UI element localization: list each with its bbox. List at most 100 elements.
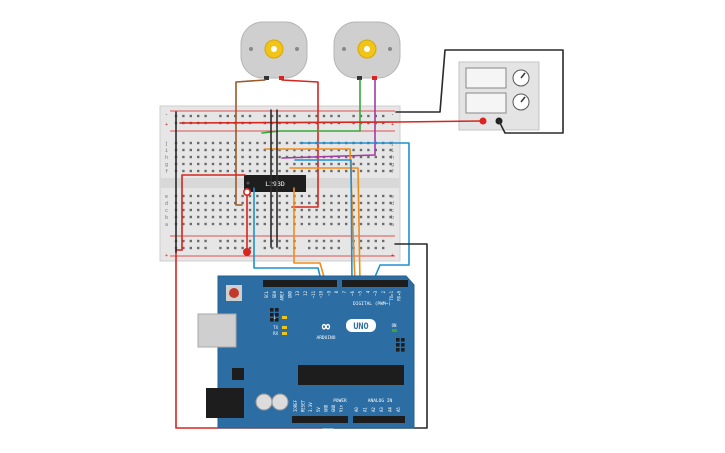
- breadboard-hole[interactable]: [182, 141, 185, 145]
- rail-hole[interactable]: [382, 114, 385, 118]
- breadboard-hole[interactable]: [389, 208, 392, 212]
- breadboard-hole[interactable]: [330, 208, 333, 212]
- breadboard-hole[interactable]: [367, 162, 370, 166]
- breadboard-hole[interactable]: [189, 201, 192, 205]
- breadboard-hole[interactable]: [300, 169, 303, 173]
- breadboard-hole[interactable]: [241, 208, 244, 212]
- rail-hole[interactable]: [308, 114, 311, 118]
- breadboard-hole[interactable]: [330, 169, 333, 173]
- rail-hole[interactable]: [271, 246, 274, 250]
- terminal-positive[interactable]: [479, 117, 487, 125]
- breadboard-hole[interactable]: [197, 169, 200, 173]
- breadboard-hole[interactable]: [337, 222, 340, 226]
- breadboard-hole[interactable]: [285, 141, 289, 145]
- rail-hole[interactable]: [359, 246, 363, 250]
- rail-hole[interactable]: [271, 114, 274, 118]
- rail-hole[interactable]: [278, 239, 281, 243]
- breadboard-hole[interactable]: [300, 215, 303, 219]
- breadboard-hole[interactable]: [256, 222, 259, 226]
- rail-hole[interactable]: [359, 114, 363, 118]
- breadboard-hole[interactable]: [322, 215, 326, 219]
- breadboard-hole[interactable]: [189, 222, 192, 226]
- breadboard-hole[interactable]: [226, 208, 229, 212]
- breadboard-hole[interactable]: [263, 215, 266, 219]
- breadboard-hole[interactable]: [197, 208, 200, 212]
- breadboard-hole[interactable]: [271, 201, 274, 205]
- breadboard-hole[interactable]: [293, 162, 296, 166]
- rail-hole[interactable]: [189, 239, 192, 243]
- breadboard-hole[interactable]: [248, 215, 252, 219]
- breadboard-hole[interactable]: [382, 222, 385, 226]
- breadboard-hole[interactable]: [241, 194, 244, 198]
- breadboard-hole[interactable]: [256, 215, 259, 219]
- breadboard-hole[interactable]: [382, 162, 385, 166]
- breadboard-hole[interactable]: [256, 194, 259, 198]
- breadboard-hole[interactable]: [367, 201, 370, 205]
- breadboard-hole[interactable]: [226, 169, 229, 173]
- breadboard-hole[interactable]: [182, 169, 185, 173]
- breadboard-hole[interactable]: [226, 201, 229, 205]
- rail-hole[interactable]: [189, 114, 192, 118]
- breadboard-hole[interactable]: [197, 162, 200, 166]
- rail-hole[interactable]: [226, 114, 229, 118]
- breadboard-hole[interactable]: [204, 208, 207, 212]
- breadboard-hole[interactable]: [315, 222, 318, 226]
- breadboard-hole[interactable]: [322, 208, 326, 212]
- breadboard-hole[interactable]: [219, 155, 222, 159]
- breadboard-hole[interactable]: [226, 155, 229, 159]
- breadboard-hole[interactable]: [248, 194, 252, 198]
- breadboard-hole[interactable]: [374, 162, 377, 166]
- wire-orange[interactable]: [293, 187, 327, 285]
- breadboard-hole[interactable]: [322, 162, 326, 166]
- breadboard-hole[interactable]: [278, 141, 281, 145]
- rail-hole[interactable]: [219, 239, 222, 243]
- breadboard-hole[interactable]: [278, 215, 281, 219]
- rail-hole[interactable]: [330, 239, 333, 243]
- breadboard-hole[interactable]: [359, 169, 363, 173]
- power-header[interactable]: [292, 416, 348, 423]
- breadboard-hole[interactable]: [352, 201, 355, 205]
- breadboard-hole[interactable]: [285, 215, 289, 219]
- breadboard-hole[interactable]: [278, 155, 281, 159]
- breadboard-hole[interactable]: [293, 169, 296, 173]
- breadboard-hole[interactable]: [271, 169, 274, 173]
- breadboard-hole[interactable]: [263, 208, 266, 212]
- breadboard-hole[interactable]: [204, 215, 207, 219]
- breadboard-hole[interactable]: [322, 201, 326, 205]
- breadboard-hole[interactable]: [241, 201, 244, 205]
- motor-right[interactable]: [333, 21, 401, 80]
- rail-hole[interactable]: [182, 114, 185, 118]
- breadboard-hole[interactable]: [374, 194, 377, 198]
- breadboard-hole[interactable]: [352, 215, 355, 219]
- rail-hole[interactable]: [204, 239, 207, 243]
- rail-hole[interactable]: [234, 246, 237, 250]
- breadboard-hole[interactable]: [263, 141, 266, 145]
- breadboard-hole[interactable]: [382, 201, 385, 205]
- breadboard-hole[interactable]: [204, 141, 207, 145]
- breadboard-hole[interactable]: [345, 201, 348, 205]
- rail-hole[interactable]: [197, 246, 200, 250]
- breadboard-hole[interactable]: [285, 155, 289, 159]
- breadboard-hole[interactable]: [367, 194, 370, 198]
- breadboard-hole[interactable]: [300, 194, 303, 198]
- breadboard-hole[interactable]: [389, 162, 392, 166]
- breadboard-hole[interactable]: [226, 162, 229, 166]
- breadboard-hole[interactable]: [263, 162, 266, 166]
- rail-hole[interactable]: [226, 239, 229, 243]
- breadboard-hole[interactable]: [322, 148, 326, 152]
- breadboard-hole[interactable]: [271, 208, 274, 212]
- breadboard-hole[interactable]: [315, 162, 318, 166]
- breadboard-hole[interactable]: [308, 169, 311, 173]
- breadboard-hole[interactable]: [337, 162, 340, 166]
- breadboard-hole[interactable]: [211, 194, 215, 198]
- breadboard-hole[interactable]: [374, 155, 377, 159]
- breadboard-hole[interactable]: [285, 162, 289, 166]
- breadboard-hole[interactable]: [219, 215, 222, 219]
- reset-button[interactable]: [229, 288, 239, 298]
- breadboard-hole[interactable]: [211, 169, 215, 173]
- breadboard-hole[interactable]: [263, 201, 266, 205]
- breadboard-hole[interactable]: [182, 162, 185, 166]
- rail-hole[interactable]: [248, 114, 252, 118]
- wire-black-power[interactable]: [395, 49, 564, 134]
- motor-left[interactable]: [240, 21, 308, 80]
